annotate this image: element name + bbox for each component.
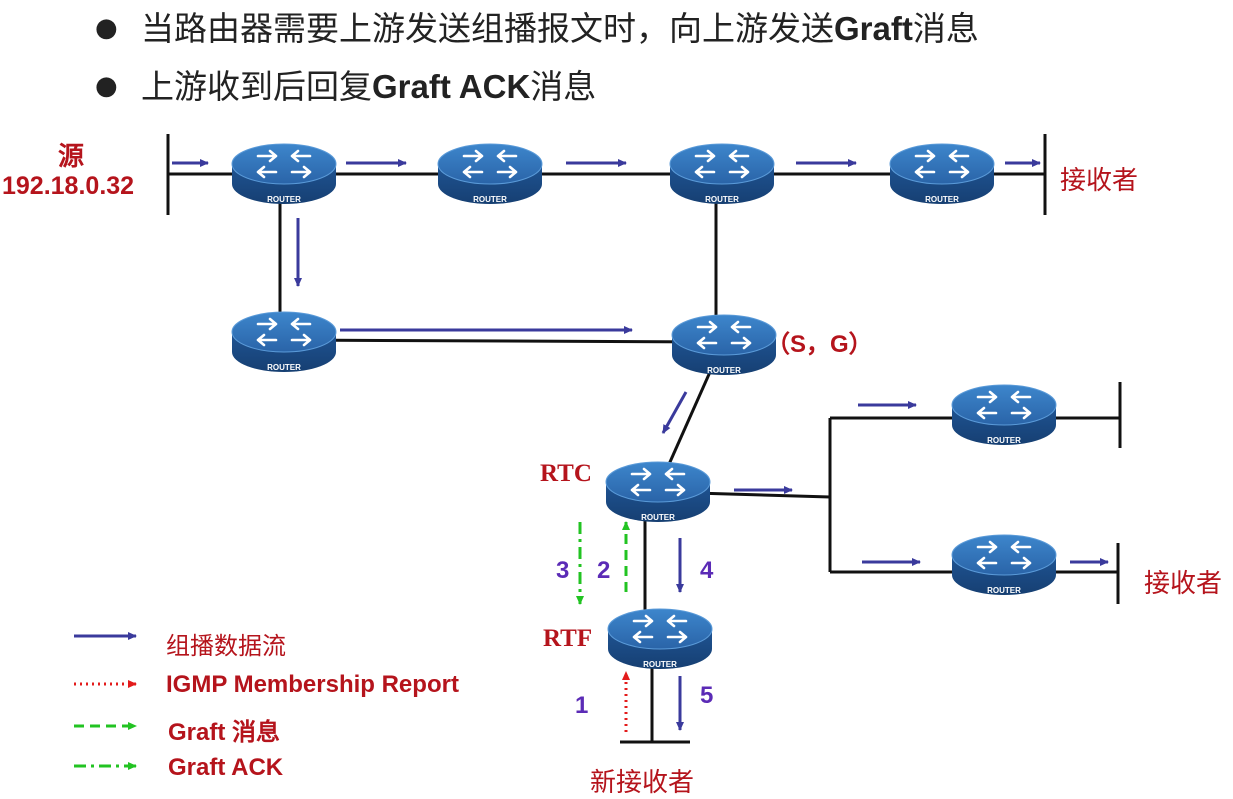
legend-label-graft: Graft 消息	[168, 719, 281, 746]
bullet-dot: ●	[95, 71, 118, 101]
bullet-text: 消息	[912, 9, 979, 48]
bullet-graft-send: ● 当路由器需要上游发送组播报文时，向上游发送Graft消息	[95, 2, 979, 50]
step-5-label: 5	[700, 682, 714, 709]
bullet-text: 消息	[530, 67, 597, 106]
bullet-graft-ack: ● 上游收到后回复Graft ACK消息	[95, 60, 596, 108]
legend-label-igmp: IGMP Membership Report	[166, 671, 459, 698]
router-caption: ROUTER	[705, 195, 739, 204]
router-caption: ROUTER	[641, 513, 675, 522]
source-ip: 192.18.0.32	[2, 172, 135, 200]
receiver-label-bottom: 接收者	[1144, 569, 1223, 599]
source-title: 源	[58, 141, 85, 171]
router-caption: ROUTER	[707, 366, 741, 375]
legend-label-data-flow: 组播数据流	[166, 632, 286, 660]
step-4-label: 4	[700, 557, 714, 584]
router-caption: ROUTER	[925, 195, 959, 204]
legend-symbols	[74, 632, 137, 770]
sg-label: （S，G）	[766, 331, 873, 358]
router-caption: ROUTER	[987, 436, 1021, 445]
receiver-label-top: 接收者	[1060, 166, 1139, 196]
router-caption: ROUTER	[267, 195, 301, 204]
middle-link	[284, 338, 719, 344]
step-2-label: 2	[597, 557, 611, 584]
router-caption: ROUTER	[473, 195, 507, 204]
step-3-label: 3	[556, 557, 570, 584]
bullet-bold: Graft	[834, 10, 913, 47]
router-caption: ROUTER	[267, 363, 301, 372]
router-captions: ROUTER ROUTER ROUTER ROUTER ROUTER ROUTE…	[267, 195, 1021, 669]
legend-label-graft-ack: Graft ACK	[168, 754, 284, 781]
step-1-label: 1	[575, 692, 589, 719]
rtc-label: RTC	[540, 460, 592, 487]
bullet-dot: ●	[95, 13, 118, 43]
router-caption: ROUTER	[987, 586, 1021, 595]
flow-arrow	[661, 391, 688, 434]
rtf-label: RTF	[543, 625, 593, 652]
new-receiver-label: 新接收者	[590, 768, 695, 798]
bullet-text: 当路由器需要上游发送组播报文时，向上游发送	[141, 9, 834, 48]
router-caption: ROUTER	[643, 660, 677, 669]
bullet-bold: Graft ACK	[372, 68, 531, 105]
data-flow-arrows	[172, 159, 1109, 731]
bullet-text: 上游收到后回复	[141, 67, 372, 106]
